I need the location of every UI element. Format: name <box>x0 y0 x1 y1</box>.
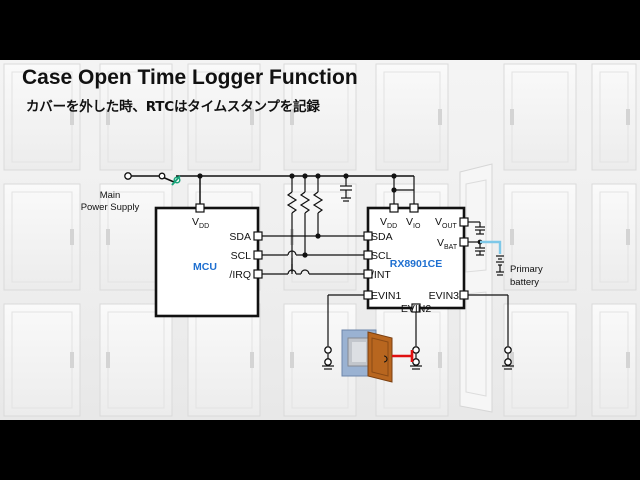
switch-terminal-left <box>158 172 166 180</box>
vout-capacitor <box>468 221 485 235</box>
cabinet-door-panel <box>3 183 81 291</box>
cabinet-door-handle <box>70 352 74 368</box>
circuit-diagram: Main Power Supply <box>81 163 543 413</box>
rtc-vdd-label: VDD <box>380 216 397 230</box>
mcu-pin-scl: SCL <box>231 250 252 262</box>
cabinet-door-handle <box>250 109 254 125</box>
evin1-terminal-bottom <box>324 358 332 366</box>
cabinet-door-panel <box>99 303 173 417</box>
cabinet-door-handle <box>106 352 110 368</box>
cabinet-door-panel <box>503 183 577 291</box>
evin1-wire <box>322 294 364 370</box>
case-contact-switch <box>392 350 414 362</box>
cabinet-door-handle <box>70 229 74 245</box>
cabinet-door-handle <box>510 109 514 125</box>
cabinet-door-panel <box>99 63 173 171</box>
mcu-vdd-pin <box>195 203 205 213</box>
evin3-terminal-top <box>504 346 512 354</box>
rtc-pin-evin3: EVIN3 <box>429 290 460 302</box>
page-title: Case Open Time Logger Function <box>22 66 358 89</box>
case-cover-illustration <box>341 329 393 383</box>
battery-label-line1: Primary <box>510 264 543 275</box>
evin2-terminal-top <box>412 346 420 354</box>
cabinet-door-panel <box>503 303 577 417</box>
rtc-vio-label: VIO <box>406 216 421 230</box>
evin1-terminal-top <box>324 346 332 354</box>
bus-junctions <box>302 233 321 258</box>
cabinet-door-panel <box>187 303 261 417</box>
rtc-pin-sda: SDA <box>371 231 393 243</box>
rtc-supply-wires <box>393 176 415 204</box>
cabinet-door-handle <box>250 352 254 368</box>
cabinet-door-handle <box>438 109 442 125</box>
battery-label-line2: battery <box>510 277 539 288</box>
page-subtitle: カバーを外した時、RTCはタイムスタンプを記録 <box>26 99 320 115</box>
cabinet-door-handle <box>290 109 294 125</box>
mcu-pin-irq: /IRQ <box>229 269 251 281</box>
cabinet-door-handle <box>438 352 442 368</box>
cabinet-door-handle <box>510 352 514 368</box>
cabinet-door-handle <box>510 229 514 245</box>
rtc-pin-int: /INT <box>371 269 391 281</box>
rtc-vout-label: VOUT <box>435 216 458 230</box>
cabinet-door-panel <box>375 63 449 171</box>
power-label-line2: Power Supply <box>81 202 140 213</box>
slide: Case Open Time Logger Function カバーを外した時、… <box>0 60 640 420</box>
rtc-pin-evin2: EVIN2 <box>401 303 432 315</box>
power-rail <box>128 175 414 206</box>
rtc-name: RX8901CE <box>390 258 443 270</box>
cabinet-door-handle <box>106 229 110 245</box>
rtc-vbat-label: VBAT <box>437 237 458 251</box>
rtc-pin-evin1: EVIN1 <box>371 290 402 302</box>
evin2-terminal-bottom <box>412 358 420 366</box>
cabinet-door-panel <box>187 63 261 171</box>
mcu-vdd-label: VDD <box>192 216 209 230</box>
battery-wire <box>480 240 502 254</box>
cabinet-door-panel <box>3 303 81 417</box>
rtc-supply-junction <box>391 187 397 193</box>
cabinet-door-panel <box>283 63 357 171</box>
mcu-block <box>154 206 260 318</box>
i2c-bus-wires <box>262 235 364 275</box>
cabinet-door-handle <box>626 352 630 368</box>
decoupling-capacitor <box>340 176 352 202</box>
cabinet-door-handle <box>70 109 74 125</box>
mcu-name: MCU <box>193 261 217 273</box>
cabinet-door-handle <box>290 352 294 368</box>
cabinet-door-handle <box>626 109 630 125</box>
cabinet-door-handle <box>626 229 630 245</box>
power-switch-arm <box>171 175 181 186</box>
rtc-pin-scl: SCL <box>371 250 392 262</box>
mcu-pin-pads <box>253 231 263 279</box>
primary-battery-symbol <box>496 255 504 276</box>
cabinet-door-panel <box>503 63 577 171</box>
power-input-terminal <box>124 172 132 180</box>
evin3-terminal-bottom <box>504 358 512 366</box>
cabinet-door-panel <box>3 63 81 171</box>
cabinet-door-handle <box>106 109 110 125</box>
pull-up-resistors <box>286 176 324 272</box>
mcu-pin-sda: SDA <box>229 231 251 243</box>
power-label-line1: Main <box>100 190 121 201</box>
